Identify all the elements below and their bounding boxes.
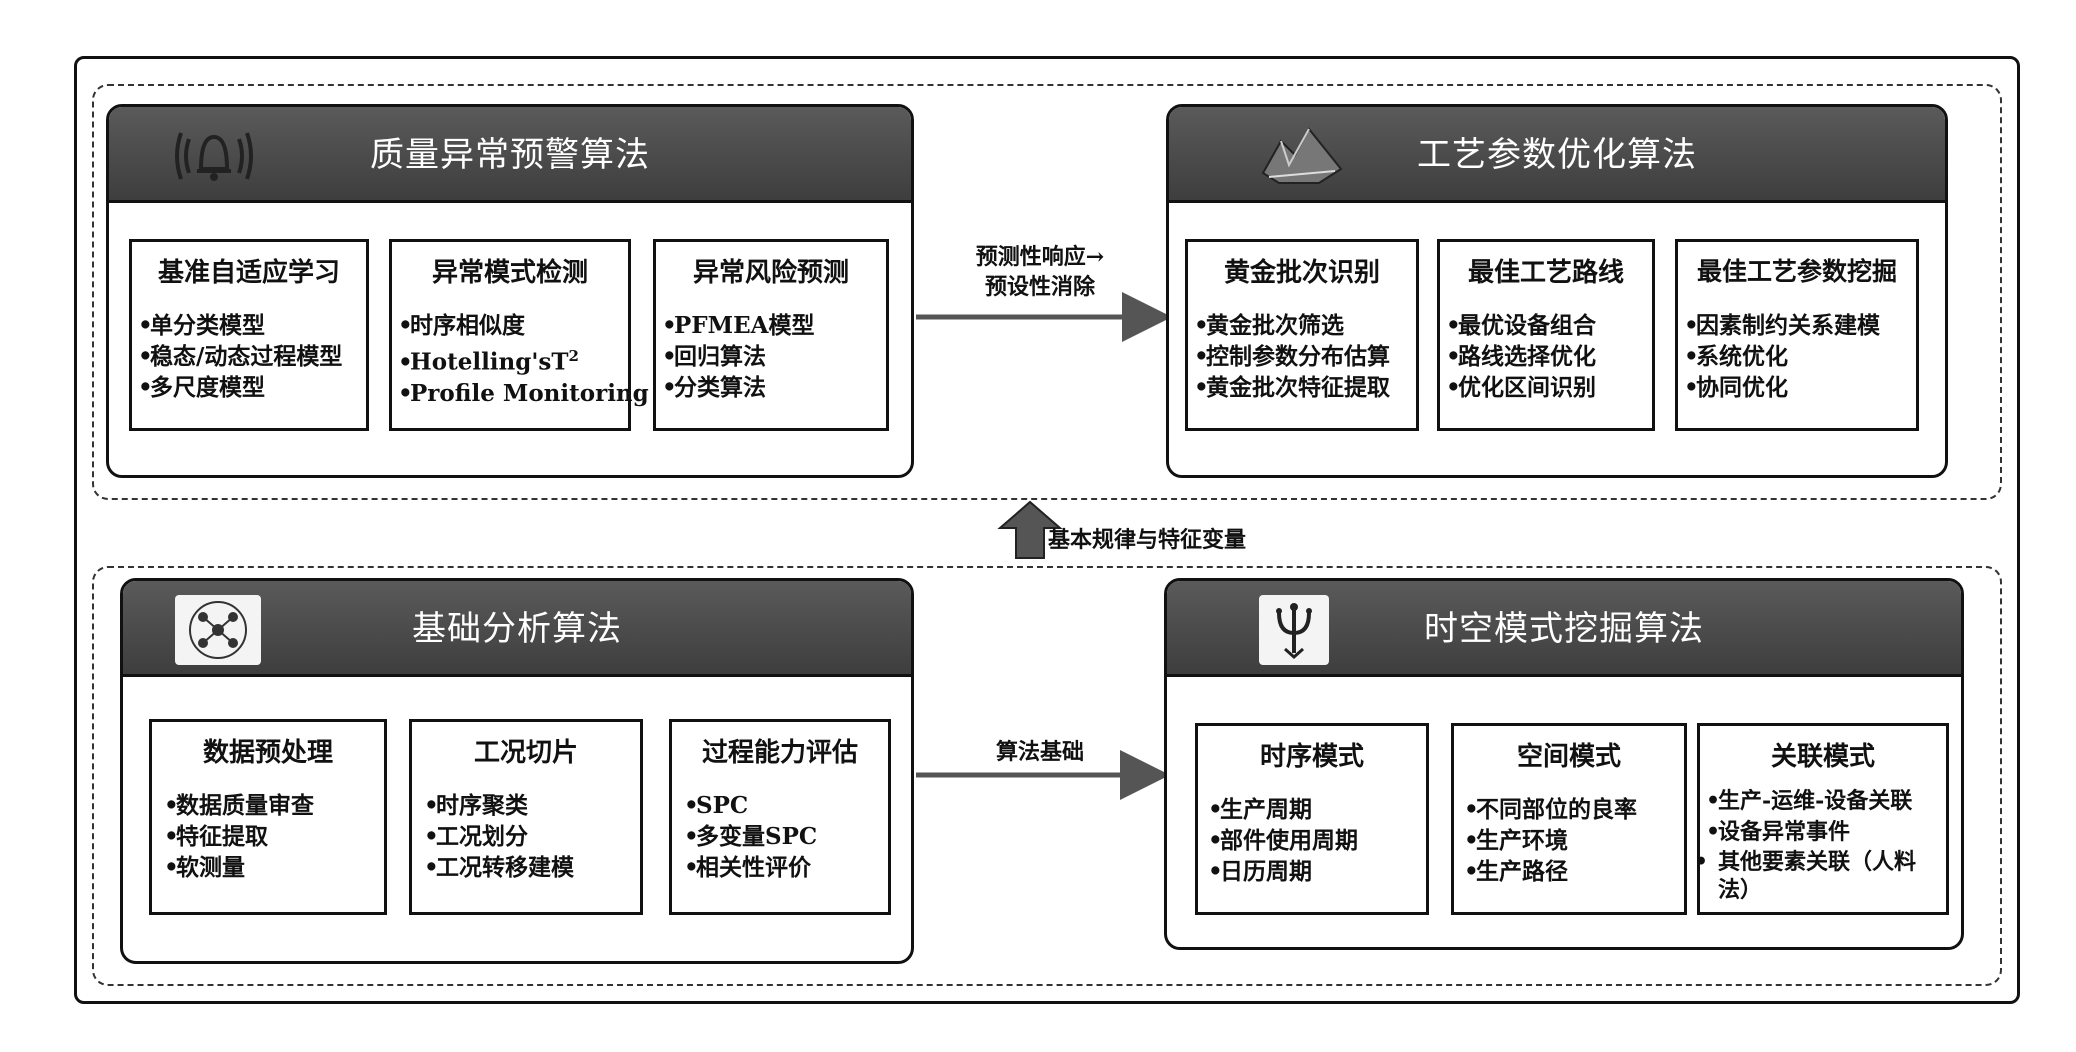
card-data-preprocessing: 数据预处理 •数据质量审查 •特征提取 •软测量 bbox=[149, 719, 387, 915]
quality-warning-panel: 质量异常预警算法 基准自适应学习 •单分类模型 •稳态/动态过程模型 •多尺度模… bbox=[106, 104, 914, 478]
card-title: 最佳工艺路线 bbox=[1467, 258, 1624, 288]
spatiotemporal-mining-panel: 时空模式挖掘算法 时序模式 •生产周期 •部件使用周期 •日历周期 空间模式 •… bbox=[1164, 578, 1964, 950]
basic-analysis-panel: 基础分析算法 数据预处理 •数据质量审查 •特征提取 •软测量 工况切片 •时序… bbox=[120, 578, 914, 964]
list-item: •最优设备组合 bbox=[1446, 312, 1596, 339]
list-item: •多尺度模型 bbox=[138, 374, 265, 401]
list-item: •软测量 bbox=[164, 854, 245, 881]
card-title: 数据预处理 bbox=[202, 738, 333, 768]
panel-title: 基础分析算法 bbox=[412, 609, 622, 649]
list-item: •黄金批次特征提取 bbox=[1194, 374, 1390, 401]
list-item: •不同部位的良率 bbox=[1464, 796, 1637, 823]
panel-title: 工艺参数优化算法 bbox=[1417, 135, 1697, 175]
card-title: 最佳工艺参数挖掘 bbox=[1696, 257, 1897, 286]
list-item: •时序相似度 bbox=[398, 312, 525, 339]
card-title: 黄金批次识别 bbox=[1223, 258, 1380, 288]
process-optimization-panel: 工艺参数优化算法 黄金批次识别 •黄金批次筛选 •控制参数分布估算 •黄金批次特… bbox=[1166, 104, 1948, 478]
list-item: •黄金批次筛选 bbox=[1194, 312, 1344, 339]
list-item: •SPC bbox=[684, 792, 749, 819]
list-item: •特征提取 bbox=[164, 823, 268, 850]
list-item: •工况转移建模 bbox=[424, 854, 574, 881]
card-temporal-pattern: 时序模式 •生产周期 •部件使用周期 •日历周期 bbox=[1195, 723, 1429, 915]
list-item: •Hotelling'sT2 bbox=[398, 347, 579, 376]
card-best-params: 最佳工艺参数挖掘 •因素制约关系建模 •系统优化 •协同优化 bbox=[1675, 239, 1919, 431]
list-item: •因素制约关系建模 bbox=[1684, 312, 1880, 339]
card-association-pattern: 关联模式 •生产-运维-设备关联 •设备异常事件 •其他要素关联（人料法） bbox=[1694, 723, 1949, 915]
list-item: •路线选择优化 bbox=[1446, 343, 1596, 370]
up-arrow bbox=[997, 500, 1063, 559]
card-title: 时序模式 bbox=[1259, 742, 1364, 772]
network-nodes-icon bbox=[175, 595, 261, 665]
list-item: •时序聚类 bbox=[424, 792, 528, 819]
middle-connector-label: 基本规律与特征变量 bbox=[1048, 527, 1247, 553]
list-item: •部件使用周期 bbox=[1208, 827, 1358, 854]
list-item: •多变量SPC bbox=[684, 823, 818, 850]
list-item: •生产环境 bbox=[1464, 827, 1568, 854]
card-baseline-learning: 基准自适应学习 •单分类模型 •稳态/动态过程模型 •多尺度模型 bbox=[129, 239, 369, 431]
top-connector-label: 预测性响应→ 预设性消除 bbox=[975, 244, 1105, 300]
list-item: •稳态/动态过程模型 bbox=[138, 343, 343, 370]
card-spatial-pattern: 空间模式 •不同部位的良率 •生产环境 •生产路径 bbox=[1451, 723, 1687, 915]
card-title: 基准自适应学习 bbox=[157, 258, 340, 288]
card-title: 过程能力评估 bbox=[701, 738, 858, 768]
card-capability-assessment: 过程能力评估 •SPC •多变量SPC •相关性评价 bbox=[669, 719, 891, 915]
list-item: •回归算法 bbox=[662, 343, 766, 370]
card-condition-slicing: 工况切片 •时序聚类 •工况划分 •工况转移建模 bbox=[409, 719, 643, 915]
list-item: •单分类模型 bbox=[138, 312, 265, 339]
card-risk-prediction: 异常风险预测 •PFMEA模型 •回归算法 •分类算法 bbox=[653, 239, 889, 431]
card-title: 工况切片 bbox=[473, 738, 578, 768]
top-group-frame bbox=[92, 84, 2002, 500]
alarm-bell-icon bbox=[171, 121, 257, 191]
card-anomaly-detection: 异常模式检测 •时序相似度 •Hotelling'sT2 •Profile Mo… bbox=[389, 239, 649, 431]
card-title: 关联模式 bbox=[1770, 742, 1875, 772]
bottom-connector-label: 算法基础 bbox=[995, 739, 1084, 765]
list-item: •日历周期 bbox=[1208, 858, 1312, 885]
landscape-map-icon bbox=[1259, 121, 1345, 191]
card-golden-batch: 黄金批次识别 •黄金批次筛选 •控制参数分布估算 •黄金批次特征提取 bbox=[1185, 239, 1419, 431]
panel-title: 质量异常预警算法 bbox=[370, 135, 650, 175]
list-item: •PFMEA模型 bbox=[662, 312, 815, 339]
card-title: 异常模式检测 bbox=[431, 258, 588, 288]
trident-emblem-icon bbox=[1259, 595, 1329, 665]
outer-frame bbox=[74, 56, 2020, 1004]
list-item: •其他要素关联（人料法） bbox=[1694, 849, 1917, 903]
card-best-route: 最佳工艺路线 •最优设备组合 •路线选择优化 •优化区间识别 bbox=[1437, 239, 1655, 431]
list-item: •Profile Monitoring bbox=[398, 379, 649, 407]
list-item: •相关性评价 bbox=[684, 854, 811, 881]
list-item: •协同优化 bbox=[1684, 374, 1788, 401]
panel-title: 时空模式挖掘算法 bbox=[1424, 609, 1704, 649]
card-title: 空间模式 bbox=[1516, 742, 1621, 772]
list-item: •工况划分 bbox=[424, 823, 528, 850]
list-item: •优化区间识别 bbox=[1446, 374, 1596, 401]
list-item: •系统优化 bbox=[1684, 343, 1788, 370]
list-item: •生产-运维-设备关联 bbox=[1706, 788, 1913, 814]
list-item: •生产路径 bbox=[1464, 858, 1568, 885]
bottom-group-frame bbox=[92, 566, 2002, 986]
list-item: •控制参数分布估算 bbox=[1194, 343, 1390, 370]
list-item: •分类算法 bbox=[662, 374, 766, 401]
list-item: •设备异常事件 bbox=[1706, 819, 1851, 845]
card-title: 异常风险预测 bbox=[692, 258, 849, 288]
list-item: •生产周期 bbox=[1208, 796, 1312, 823]
list-item: •数据质量审查 bbox=[164, 792, 314, 819]
